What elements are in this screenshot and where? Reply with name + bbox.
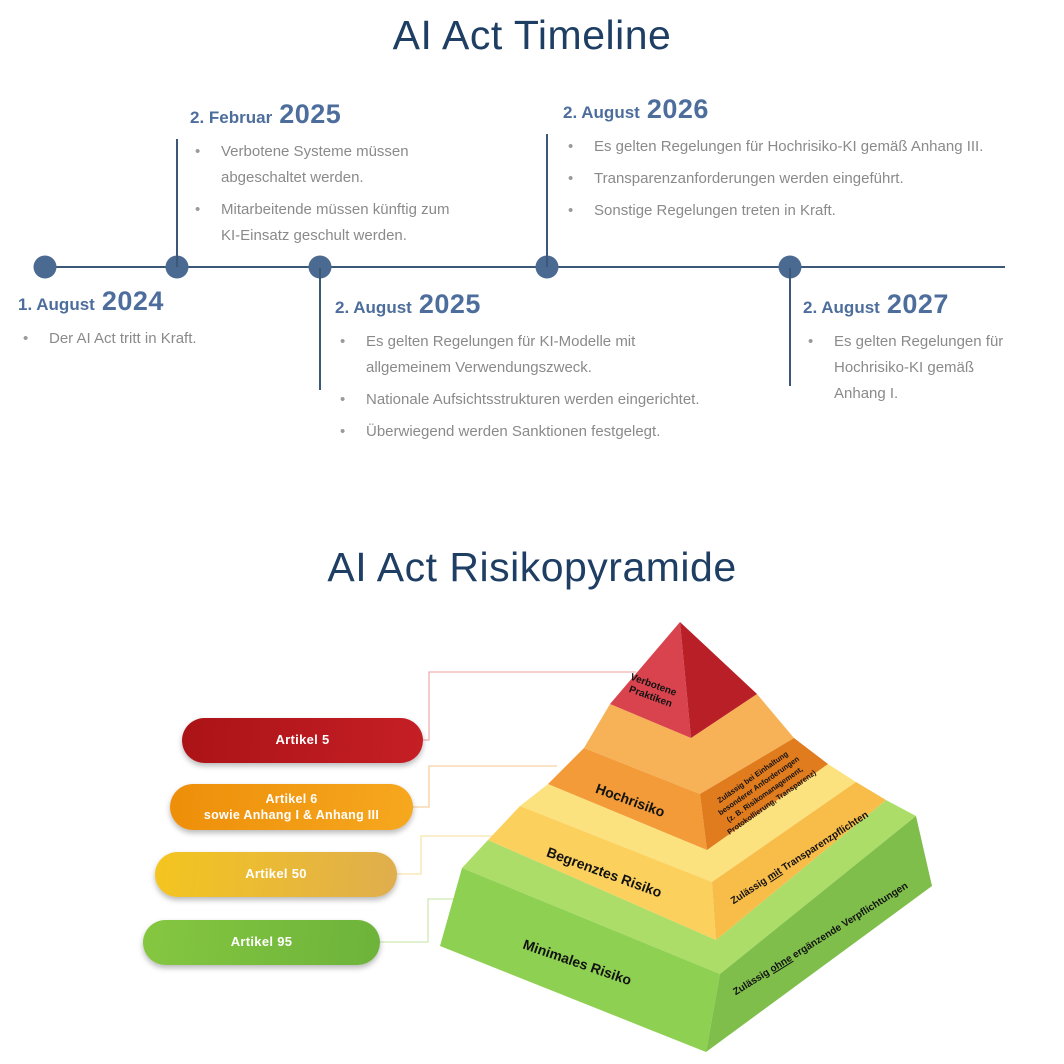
entry-date-heading: 2. August 2026 bbox=[563, 94, 709, 124]
pill-artikel-6: Artikel 6 sowie Anhang I & Anhang III bbox=[170, 784, 413, 830]
timeline-axis bbox=[45, 266, 1005, 268]
entry-date-heading: 1. August 2024 bbox=[18, 286, 164, 316]
bullet-marker: • bbox=[568, 138, 574, 155]
entry-bullet-list: •Es gelten Regelungen für Hochrisiko-KI … bbox=[803, 329, 1018, 407]
bullet-marker: • bbox=[195, 201, 201, 218]
label-minimal-zulaessigkeit: Zulässig ohne ergänzende Verpflichtungen bbox=[731, 881, 910, 998]
pill-artikel-95: Artikel 95 bbox=[143, 920, 380, 965]
bullet-item: •Es gelten Regelungen für Hochrisiko-KI … bbox=[563, 134, 1003, 160]
entry-date-heading: 2. August 2027 bbox=[803, 289, 949, 319]
connector-line-artikel-95 bbox=[380, 898, 456, 943]
label-begrenztes-risiko: Begrenztes Risiko bbox=[545, 844, 665, 901]
pyramid-title: AI Act Risikopyramide bbox=[327, 544, 737, 590]
timeline-connector-2026 bbox=[546, 134, 548, 267]
bullet-marker: • bbox=[23, 330, 29, 347]
bullet-item: •Verbotene Systeme müssen abgeschaltet w… bbox=[190, 139, 460, 191]
entry-bullet-list: •Es gelten Regelungen für Hochrisiko-KI … bbox=[563, 134, 1003, 224]
bullet-item: •Mitarbeitende müssen künftig zum KI-Ein… bbox=[190, 197, 460, 249]
timeline-connector-aug-2025 bbox=[319, 268, 321, 390]
bullet-marker: • bbox=[568, 170, 574, 187]
timeline-entry-aug-2024: 1. August 2024 •Der AI Act tritt in Kraf… bbox=[18, 286, 318, 358]
timeline-entry-feb-2025: 2. Februar 2025 •Verbotene Systeme müsse… bbox=[190, 99, 460, 255]
label-hochrisiko-zulaessigkeit: Zulässig bei Einhaltung besonderer Anfor… bbox=[707, 742, 818, 836]
pill-artikel-50: Artikel 50 bbox=[155, 852, 397, 897]
connector-line-artikel-5 bbox=[423, 671, 636, 741]
minimal-risk-top-band bbox=[462, 800, 916, 974]
bullet-item: •Sonstige Regelungen treten in Kraft. bbox=[563, 198, 1003, 224]
timeline-connector-2027 bbox=[789, 268, 791, 386]
label-hochrisiko: Hochrisiko bbox=[594, 780, 667, 820]
bullet-marker: • bbox=[340, 333, 346, 350]
bullet-marker: • bbox=[195, 143, 201, 160]
timeline-title: AI Act Timeline bbox=[392, 12, 672, 58]
high-risk-right-face bbox=[700, 738, 828, 850]
bullet-marker: • bbox=[340, 391, 346, 408]
entry-bullet-list: •Es gelten Regelungen für KI-Modelle mit… bbox=[335, 329, 719, 445]
bullet-item: •Es gelten Regelungen für Hochrisiko-KI … bbox=[803, 329, 1018, 407]
bullet-item: •Transparenzanforderungen werden eingefü… bbox=[563, 166, 1003, 192]
connector-line-artikel-50 bbox=[397, 835, 497, 875]
pill-artikel-5: Artikel 5 bbox=[182, 718, 423, 763]
prohibited-right-face bbox=[680, 622, 757, 738]
prohibited-left-face bbox=[610, 622, 691, 738]
timeline-dot-feb-2025 bbox=[165, 255, 189, 279]
high-risk-left-face bbox=[548, 748, 707, 850]
bullet-marker: • bbox=[808, 333, 814, 350]
entry-bullet-list: •Der AI Act tritt in Kraft. bbox=[18, 326, 318, 352]
bullet-item: •Nationale Aufsichtsstrukturen werden ei… bbox=[335, 387, 719, 413]
timeline-dot-2026 bbox=[535, 255, 559, 279]
label-begrenzt-zulaessigkeit: Zulässig mit Transparenzpflichten bbox=[729, 810, 871, 907]
bullet-item: •Überwiegend werden Sanktionen festgeleg… bbox=[335, 419, 719, 445]
entry-bullet-list: •Verbotene Systeme müssen abgeschaltet w… bbox=[190, 139, 460, 249]
label-minimales-risiko: Minimales Risiko bbox=[521, 936, 634, 988]
limited-risk-top-band bbox=[520, 764, 856, 882]
minimal-risk-right-face bbox=[706, 816, 932, 1052]
high-risk-top-band bbox=[584, 694, 794, 794]
timeline-entry-2027: 2. August 2027 •Es gelten Regelungen für… bbox=[803, 289, 1018, 413]
bullet-item: •Der AI Act tritt in Kraft. bbox=[18, 326, 318, 352]
limited-risk-right-face bbox=[712, 782, 886, 940]
limited-risk-left-face bbox=[488, 806, 716, 940]
bullet-item: •Es gelten Regelungen für KI-Modelle mit… bbox=[335, 329, 719, 381]
label-verbotene-praktiken: Verbotene Praktiken bbox=[625, 672, 681, 711]
bullet-marker: • bbox=[340, 423, 346, 440]
entry-date-heading: 2. Februar 2025 bbox=[190, 99, 342, 129]
entry-date-heading: 2. August 2025 bbox=[335, 289, 481, 319]
timeline-dot-2024 bbox=[33, 255, 57, 279]
timeline-dot-aug-2025 bbox=[308, 255, 332, 279]
timeline-entry-aug-2025: 2. August 2025 •Es gelten Regelungen für… bbox=[335, 289, 719, 451]
timeline-dot-2027 bbox=[778, 255, 802, 279]
minimal-risk-left-face bbox=[440, 868, 720, 1052]
bullet-marker: • bbox=[568, 202, 574, 219]
timeline-entry-2026: 2. August 2026 •Es gelten Regelungen für… bbox=[563, 94, 1003, 230]
connector-line-artikel-6 bbox=[413, 765, 557, 808]
timeline-connector-feb-2025 bbox=[176, 139, 178, 267]
